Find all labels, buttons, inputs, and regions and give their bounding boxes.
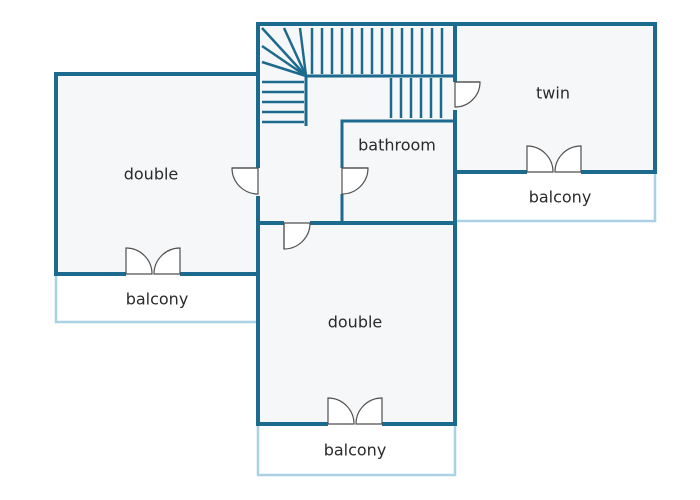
floor-double-left — [56, 74, 256, 274]
balcony-door-icon — [355, 397, 383, 425]
stair-winder — [298, 27, 308, 77]
balcony-bottom-outline — [256, 424, 457, 477]
room-label-double-left: double — [124, 165, 179, 184]
balcony-left-outline — [54, 274, 256, 324]
balcony-label-left: balcony — [126, 290, 189, 309]
door-swing-icon — [283, 222, 311, 250]
door-swing-icon — [454, 81, 481, 108]
floor-twin — [455, 24, 655, 172]
stair-winder — [261, 27, 307, 77]
stair-winder — [282, 27, 308, 77]
balcony-door-icon — [153, 247, 181, 275]
balcony-door-icon — [327, 397, 355, 425]
stair-winder — [261, 60, 307, 78]
doors — [125, 81, 582, 427]
room-label-bathroom: bathroom — [358, 136, 436, 155]
balcony-door-icon — [526, 145, 554, 173]
door-swing-icon — [231, 167, 259, 195]
room-labels: double double twin bathroom balcony balc… — [124, 84, 592, 460]
balcony-label-right: balcony — [529, 188, 592, 207]
room-label-twin: twin — [536, 84, 570, 103]
room-label-double-bottom: double — [328, 313, 383, 332]
stair-winder — [261, 44, 307, 78]
staircase — [261, 27, 444, 124]
balcony-door-icon — [125, 247, 153, 275]
balcony-door-icon — [554, 145, 582, 173]
balcony-label-bottom: balcony — [324, 441, 387, 460]
door-swing-icon — [341, 167, 369, 195]
